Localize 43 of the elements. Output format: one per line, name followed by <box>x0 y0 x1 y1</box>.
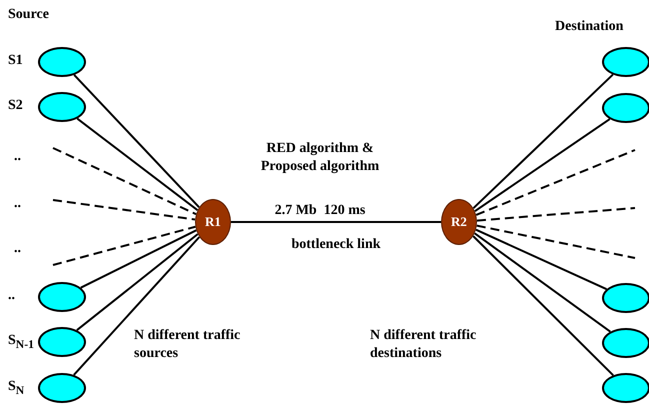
dashed-line <box>476 224 636 259</box>
node-label: S$_{N-1}$ <box>8 332 34 352</box>
annotation: N different traffic destinations <box>370 327 478 362</box>
host-ellipse <box>602 328 649 358</box>
node-label: S2 <box>8 97 23 114</box>
host-ellipse <box>602 93 649 123</box>
link-line <box>76 233 198 331</box>
link-line <box>73 236 200 376</box>
annotation: 2.7 Mb 120 ms <box>274 202 366 220</box>
ellipsis-label: .. <box>14 195 22 212</box>
link-line <box>76 118 198 212</box>
host-ellipse <box>38 92 86 122</box>
link-line <box>73 74 200 208</box>
link-line <box>231 221 441 223</box>
link-line <box>476 228 608 290</box>
host-ellipse <box>602 283 649 313</box>
host-ellipse <box>38 373 86 403</box>
dashed-line <box>52 147 196 216</box>
dashed-line <box>476 149 636 216</box>
host-ellipse <box>38 47 86 77</box>
link-line <box>474 118 610 212</box>
host-ellipse <box>38 327 86 357</box>
host-ellipse <box>602 373 649 403</box>
dashed-line <box>52 226 196 266</box>
dashed-line <box>476 207 636 222</box>
link-line <box>80 229 197 289</box>
annotation: RED algorithm & Proposed algorithm <box>260 140 380 175</box>
host-ellipse <box>602 47 649 77</box>
heading: Destination <box>555 18 624 36</box>
dashed-line <box>52 199 196 221</box>
ellipsis-label: .. <box>14 148 22 166</box>
router-node: R1 <box>195 199 231 245</box>
ellipsis-label: .. <box>14 240 22 258</box>
node-label: S$_{N}$ <box>8 378 24 398</box>
annotation: N different traffic sources <box>134 327 242 362</box>
link-line <box>472 74 614 209</box>
host-ellipse <box>38 282 86 312</box>
heading: Source <box>8 6 50 24</box>
link-line <box>474 232 611 332</box>
router-node: R2 <box>441 199 477 245</box>
node-label: .. <box>8 287 15 304</box>
node-label: S1 <box>8 52 23 70</box>
link-line <box>472 235 614 376</box>
